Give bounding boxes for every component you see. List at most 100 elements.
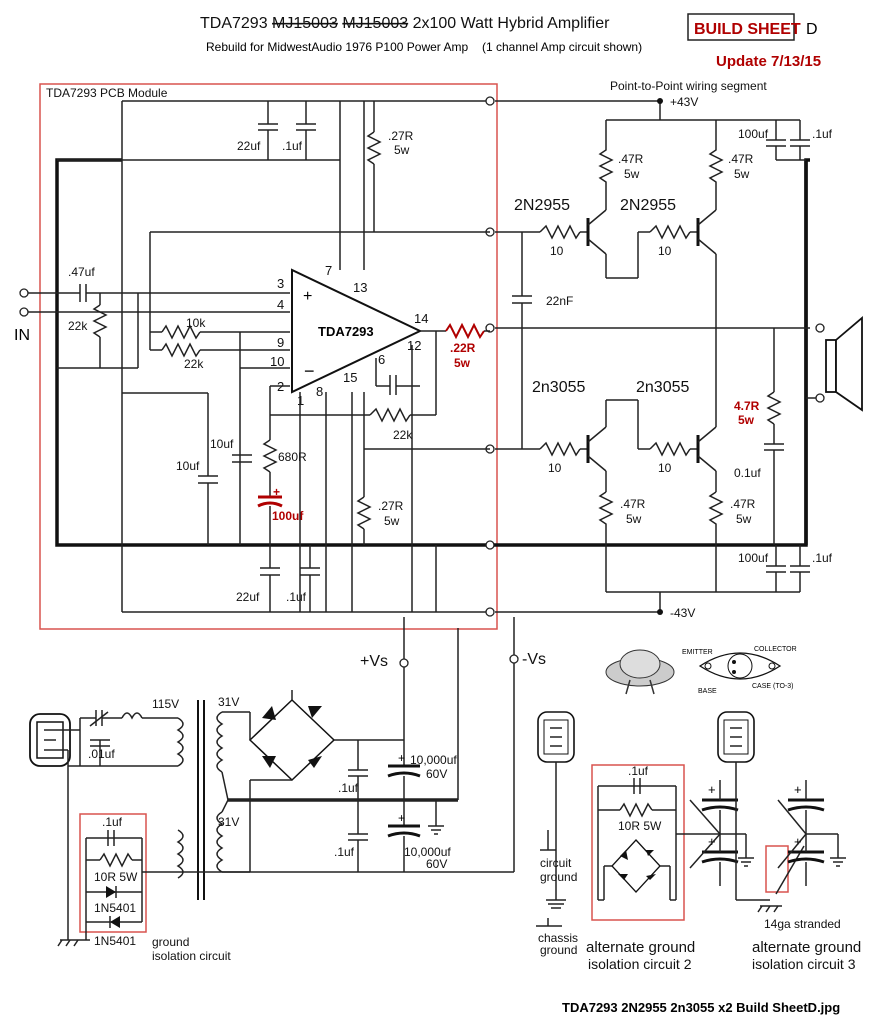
input-section: IN .47uf 22k [14,265,290,369]
svg-text:10: 10 [658,461,672,475]
svg-text:isolation circuit 2: isolation circuit 2 [588,956,692,972]
title: TDA7293 MJ15003 MJ15003 2x100 Watt Hybri… [200,15,610,32]
svg-text:COLLECTOR: COLLECTOR [754,646,797,653]
decoupling-left: 10uf 10uf [122,392,252,545]
iec-inlet-icon [29,713,71,767]
svg-text:.1uf: .1uf [628,764,649,778]
svg-text:+: + [794,834,802,849]
supply-rails [121,100,800,613]
svg-text:100uf: 100uf [272,509,304,523]
rail-neg-label: -43V [670,606,695,620]
svg-text:22k: 22k [393,428,413,442]
subtitle-note: (1 channel Amp circuit shown) [482,40,642,54]
svg-text:4: 4 [277,297,284,312]
svg-text:BASE: BASE [698,688,717,695]
svg-text:10,000uf: 10,000uf [404,845,451,859]
transformer: 31V 31V [170,695,239,900]
svg-text:.27R: .27R [378,499,404,513]
svg-text:.1uf: .1uf [334,845,355,859]
svg-text:+: + [303,288,312,305]
svg-text:chassis: chassis [538,931,578,945]
svg-text:12: 12 [407,338,421,353]
svg-text:680R: 680R [278,450,307,464]
svg-text:7: 7 [325,263,332,278]
decoupling-top: 22uf .1uf [57,101,365,270]
svg-text:10k: 10k [186,316,206,330]
subtitle: Rebuild for MidwestAudio 1976 P100 Power… [206,40,468,54]
svg-text:10uf: 10uf [176,459,200,473]
svg-text:100uf: 100uf [738,127,769,141]
svg-text:22uf: 22uf [237,139,261,153]
svg-text:.47R: .47R [728,152,754,166]
speaker-icon [806,316,863,412]
build-sheet-letter: D [806,21,818,38]
svg-text:5w: 5w [624,167,640,181]
svg-text:.27R: .27R [388,129,414,143]
svg-text:-Vs: -Vs [522,651,546,668]
svg-text:+: + [794,782,802,797]
svg-text:6: 6 [378,352,385,367]
p2p-bypass: 100uf .1uf 100uf .1uf [738,120,833,592]
svg-text:22nF: 22nF [546,294,573,308]
svg-text:.47R: .47R [620,497,646,511]
svg-text:5w: 5w [384,514,400,528]
pcb-module-label: TDA7293 PCB Module [46,86,168,100]
svg-text:+: + [398,811,405,825]
svg-text:+Vs: +Vs [360,653,388,670]
svg-text:EMITTER: EMITTER [682,649,713,656]
svg-text:2N2955: 2N2955 [514,197,570,214]
svg-text:.1uf: .1uf [812,127,833,141]
svg-text:31V: 31V [218,815,239,829]
input-res-label: 22k [68,319,88,333]
svg-text:.1uf: .1uf [812,551,833,565]
svg-text:2n3055: 2n3055 [532,379,585,396]
svg-text:10: 10 [548,461,562,475]
svg-text:isolation circuit: isolation circuit [152,949,231,963]
svg-text:8: 8 [316,384,323,399]
input-label: IN [14,327,30,344]
svg-text:1N5401: 1N5401 [94,934,136,948]
p2p-label: Point-to-Point wiring segment [610,79,767,93]
ground-isolation-circuit: .1uf 10R 5W 1N5401 1N5401 ground isolati… [57,766,250,963]
transistor-photo-icon [605,649,675,695]
svg-text:.47R: .47R [730,497,756,511]
to3-pinout-icon [698,652,782,680]
input-cap-label: .47uf [68,265,95,279]
rail-pos-label: +43V [670,95,698,109]
svg-text:2N2955: 2N2955 [620,197,676,214]
svg-text:10: 10 [550,244,564,258]
svg-text:100uf: 100uf [738,551,769,565]
alt-ground-circuit-2: circuit ground chassis ground .1uf 10R 5… [536,711,754,972]
build-sheet-badge [687,13,795,41]
svg-text:circuit: circuit [540,856,572,870]
svg-text:5w: 5w [736,512,752,526]
svg-text:10R 5W: 10R 5W [94,870,138,884]
iec-inlet-icon [717,711,755,763]
svg-text:+: + [398,751,405,765]
svg-text:−: − [304,361,315,381]
svg-text:5w: 5w [734,167,750,181]
svg-text:10R 5W: 10R 5W [618,819,662,833]
pcb-module-box [39,83,498,630]
svg-text:15: 15 [343,370,357,385]
svg-text:0.1uf: 0.1uf [734,466,761,480]
svg-text:4.7R: 4.7R [734,399,760,413]
iec-inlet-icon [537,711,575,763]
svg-text:10: 10 [270,354,284,369]
module-resistors: .27R 5w .27R 5w [356,101,490,545]
svg-text:ground: ground [540,870,577,884]
update-date: Update 7/13/15 [716,53,821,70]
svg-text:3: 3 [277,276,284,291]
svg-text:5w: 5w [738,413,755,427]
svg-text:+: + [708,834,716,849]
build-sheet-label: BUILD SHEET [694,21,801,38]
svg-text:22uf: 22uf [236,590,260,604]
svg-text:31V: 31V [218,695,239,709]
svg-text:.1uf: .1uf [102,815,123,829]
svg-text:.1uf: .1uf [338,781,359,795]
to3-package: EMITTER COLLECTOR BASE CASE (TO-3) [605,646,797,695]
svg-text:ground: ground [152,935,189,949]
svg-text:.22R: .22R [450,341,476,355]
svg-text:9: 9 [277,335,284,350]
svg-text:isolation circuit 3: isolation circuit 3 [752,956,856,972]
